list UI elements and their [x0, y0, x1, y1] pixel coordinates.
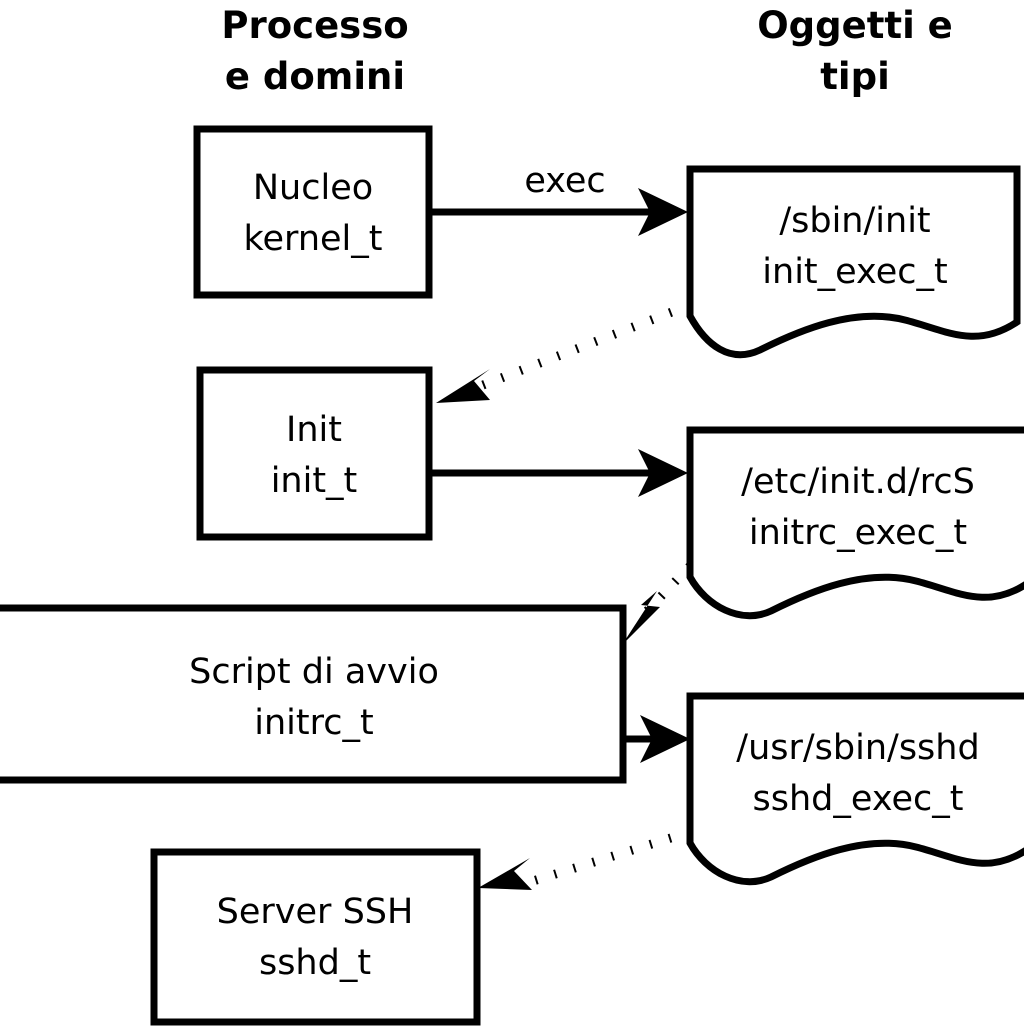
- edge-init-exec-transition-init: [436, 300, 692, 403]
- edge-initrc-exec-transition-initrc-arrowhead: [622, 591, 660, 645]
- edge-initrc-exec-sshd-exec: [626, 715, 690, 763]
- column-header-objects: Oggetti e tipi: [757, 4, 953, 98]
- process-node-sshd[interactable]: Server SSH sshd_t: [150, 848, 481, 1026]
- process-node-kernel-box[interactable]: [193, 125, 433, 299]
- edge-sshd-exec-transition-sshd: [478, 827, 692, 890]
- edge-initrc-exec-transition-initrc: [622, 562, 694, 645]
- process-node-initrc-line2: initrc_t: [254, 703, 373, 743]
- edge-init-exec-transition-init-arrowhead: [436, 369, 490, 403]
- column-header-processes: Processo e domini: [221, 4, 408, 98]
- object-node-sshd-exec-shape[interactable]: [686, 692, 1024, 886]
- column-header-processes-line1: Processo: [221, 4, 408, 47]
- process-node-kernel-line1: Nucleo: [253, 168, 373, 208]
- process-node-sshd-box[interactable]: [150, 848, 481, 1026]
- column-header-objects-line1: Oggetti e: [757, 4, 953, 47]
- column-header-processes-line2: e domini: [225, 55, 405, 98]
- object-node-sshd-exec[interactable]: /usr/sbin/sshd sshd_exec_t: [686, 692, 1024, 886]
- object-node-init-exec-shape[interactable]: [686, 165, 1021, 359]
- edge-kernel-exec-init-exec: exec: [432, 161, 688, 236]
- edge-sshd-exec-transition-sshd-arrowhead: [478, 858, 532, 890]
- process-node-init[interactable]: Init init_t: [196, 366, 433, 541]
- edge-kernel-exec-init-exec-arrowhead: [638, 188, 688, 236]
- process-node-initrc-box[interactable]: [0, 604, 627, 784]
- edge-init-exec-initrc-exec-arrowhead: [638, 449, 688, 497]
- edge-sshd-exec-transition-sshd-line: [528, 827, 692, 887]
- object-node-init-exec-line2: init_exec_t: [762, 252, 947, 292]
- object-node-initrc-exec-line2: initrc_exec_t: [749, 513, 967, 553]
- object-node-initrc-exec-shape[interactable]: [686, 426, 1024, 620]
- process-node-initrc-line1: Script di avvio: [189, 652, 439, 692]
- process-node-init-line1: Init: [286, 410, 342, 450]
- edge-init-exec-initrc-exec: [432, 449, 688, 497]
- process-node-kernel-line2: kernel_t: [244, 219, 383, 259]
- object-node-init-exec[interactable]: /sbin/init init_exec_t: [686, 165, 1021, 359]
- process-node-sshd-line2: sshd_t: [259, 943, 371, 983]
- column-header-objects-line2: tipi: [820, 55, 890, 98]
- object-node-sshd-exec-line1: /usr/sbin/sshd: [736, 728, 979, 768]
- object-node-init-exec-line1: /sbin/init: [779, 201, 930, 241]
- process-node-init-line2: init_t: [271, 461, 358, 501]
- object-node-sshd-exec-line2: sshd_exec_t: [753, 779, 964, 819]
- object-node-initrc-exec-line1: /etc/init.d/rcS: [741, 462, 975, 502]
- process-node-initrc[interactable]: Script di avvio initrc_t: [0, 604, 627, 784]
- object-node-initrc-exec[interactable]: /etc/init.d/rcS initrc_exec_t: [686, 426, 1024, 620]
- process-node-sshd-line1: Server SSH: [217, 892, 414, 932]
- edge-initrc-exec-transition-initrc-line: [642, 562, 694, 616]
- edge-label-exec: exec: [524, 161, 605, 201]
- edge-initrc-exec-sshd-exec-arrowhead: [640, 715, 690, 763]
- process-node-kernel[interactable]: Nucleo kernel_t: [193, 125, 433, 299]
- edge-init-exec-transition-init-line: [476, 300, 692, 392]
- process-node-init-box[interactable]: [196, 366, 433, 541]
